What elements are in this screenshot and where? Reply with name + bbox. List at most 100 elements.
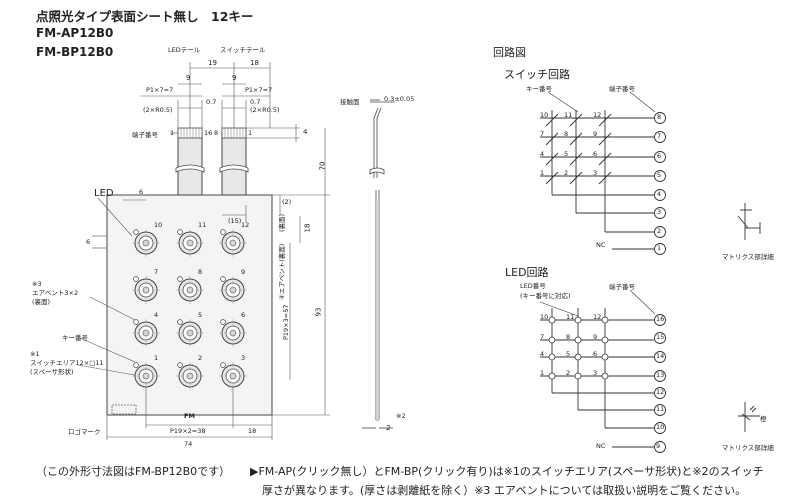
p19-vertical: P19×3=57 [282,304,290,341]
sw-terminal-1 [654,243,666,255]
keys-grid [132,229,247,390]
led-nc-label: NC [596,442,606,450]
dim-2-paren: (2) [282,198,292,206]
sw-terminal-3 [654,207,666,219]
led-key-2: 2 [566,369,571,377]
dim-74: 74 [184,440,193,448]
dim-6-left: 6 [86,238,91,246]
side-dim-2: 2 [386,424,391,432]
terminal-label: 端子番号 [132,131,158,139]
term-1-sw: 1 [248,129,253,137]
dim-93: 93 [314,307,323,317]
led-key-4: 4 [540,350,545,358]
key-label-11: 11 [198,221,207,229]
sw-terminal-label-6: 6 [657,152,662,160]
led-terminal-12 [654,387,666,399]
led-key-8: 8 [566,333,571,341]
key-label-7: 7 [154,268,159,276]
term-16-led: 16 [204,129,213,137]
sw-key-1: 1 [540,169,545,177]
key-11 [176,229,204,257]
key-label-4: 4 [154,311,159,319]
key-8 [176,276,204,304]
key-9 [219,276,247,304]
key-4 [132,319,160,347]
pitch-left: P1×7=7 [146,86,174,94]
logo-mark-label: ロゴマーク [68,428,101,436]
led-terminal-9 [654,441,666,453]
sw-terminal-7 [654,131,666,143]
logo-mark-box [111,404,137,415]
key-label-1: 1 [154,354,159,362]
switch-circuit-matrix [540,91,666,255]
key-10 [132,229,160,257]
dim-19-top: 19 [208,59,217,67]
switch-terminal-number-label: 端子番号 [609,85,635,93]
sw-terminal-label-8: 8 [657,113,662,121]
dim-70: 70 [318,161,327,171]
sw-key-2: 2 [564,169,569,177]
key-label-10: 10 [154,221,163,229]
led-tail-label: LEDテール [168,46,201,54]
led-terminal-label-12: 12 [656,388,665,396]
term-1-led: 1 [170,129,175,137]
led-tail [177,131,203,196]
dim-4: 4 [303,128,308,136]
dim-18-bottom: 18 [248,427,257,435]
sw-terminal-label-5: 5 [657,171,662,179]
led-label: LED [94,188,114,199]
sw-key-7: 7 [540,130,545,138]
led-key-3: 3 [593,369,598,377]
led-key-12: 12 [593,313,602,321]
pitch-right: P1×7=7 [245,86,273,94]
sw-terminal-8 [654,112,666,124]
footer-note-right-1: ▶FM-AP(クリック無し）とFM-BP(クリック有り)は※1のスイッチエリア(… [250,465,764,478]
sw-key-4: 4 [540,150,545,158]
switch-tail [221,131,247,196]
dim-6-top: 6 [139,188,144,196]
sw-key-8: 8 [564,130,569,138]
switch-matrix-detail-label: マトリクス部詳細 [722,253,774,261]
circuit-title: 回路図 [493,46,526,59]
led-terminal-label-13: 13 [656,371,665,379]
dim-07-right: 0.7 [250,98,261,106]
note2-label: ※2 [396,412,406,420]
air-vent-small: (裏面) [278,213,286,232]
sw-terminal-4 [654,189,666,201]
led-terminal-number-label: 端子番号 [609,283,635,291]
led-matrix-detail-symbol [738,402,760,432]
note3-air-vent: ※3 エアベント3×2 (裏面) [32,280,79,306]
key-6 [219,319,247,347]
footer-note-left: （この外形寸法図はFM-BP12B0です） [36,465,231,478]
led-terminal-label-11: 11 [656,405,665,413]
led-terminal-label-16: 16 [656,315,665,323]
footer-note-right-2: 厚さが異なります。(厚さは剥離紙を除く）※3 エアベントについては取扱い説明をご… [262,484,747,497]
sw-key-9: 9 [593,130,598,138]
led-key-1: 1 [540,369,545,377]
key-label-3: 3 [241,354,246,362]
key-label-12: 12 [241,221,250,229]
key-7 [132,276,160,304]
cathode-label: 橙 [760,415,767,423]
key-3 [219,362,247,390]
led-terminal-16 [654,314,666,326]
dim-9-right: 9 [232,74,237,82]
led-terminal-11 [654,404,666,416]
key-label-6: 6 [241,311,246,319]
led-key-11: 11 [566,313,575,321]
led-terminal-10 [654,422,666,434]
led-circuit-matrix [539,289,666,453]
note1-switch-area: ※1 スイッチエリア12×□11 (スペーサ形状) [30,350,104,376]
led-key-5: 5 [566,350,571,358]
sw-terminal-label-2: 2 [657,227,662,235]
dim-18-right: 18 [303,223,312,233]
dim-18-top: 18 [250,59,259,67]
dim-07-left: 0.7 [206,98,217,106]
key-1 [132,362,160,390]
switch-circuit-title: スイッチ回路 [504,68,570,81]
key-2 [176,362,204,390]
sw-terminal-label-1: 1 [657,244,662,252]
key-label-9: 9 [241,268,246,276]
led-key-7: 7 [540,333,545,341]
term-8-sw: 8 [214,129,219,137]
